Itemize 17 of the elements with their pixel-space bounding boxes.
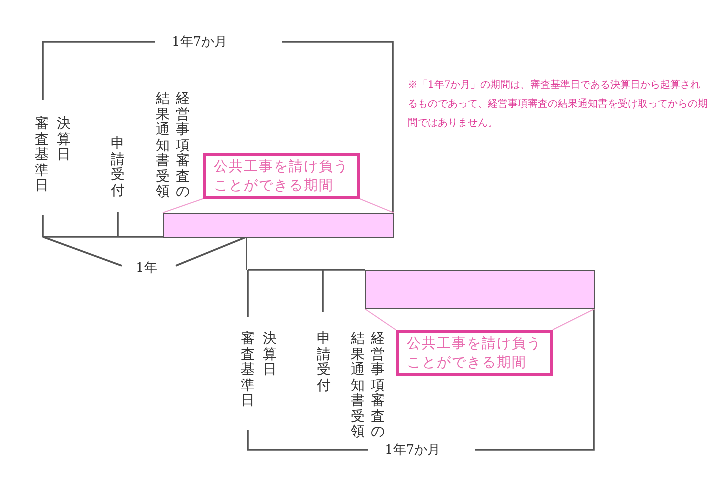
period-bar xyxy=(365,270,595,309)
event-label: 審査基準日 xyxy=(34,117,50,196)
period-bar xyxy=(163,213,394,238)
event-label: 決算日 xyxy=(56,117,72,165)
leader-line xyxy=(552,308,596,330)
event-label: 申請受付 xyxy=(316,332,332,396)
event-label: 申請受付 xyxy=(110,137,126,200)
note-text: ※「1年7か月」の期間は、審査基準日である決算日から起算されるものであって、経営事項審査の結果通知書を受け取ってからの期間ではありません。 xyxy=(408,78,708,131)
event-label: 審査基準日 xyxy=(240,332,256,411)
leader-line xyxy=(360,198,394,214)
callout-box: 公共工事を請け負うことができる期間 xyxy=(396,330,553,376)
event-label: 経営事項審査の結果通知書受領 xyxy=(350,332,386,441)
event-label: 経営事項審査の結果通知書受領 xyxy=(155,92,191,201)
leader-line xyxy=(162,198,204,214)
leader-line xyxy=(364,308,396,330)
event-label: 決算日 xyxy=(262,332,278,380)
callout-box: 公共工事を請け負うことができる期間 xyxy=(203,153,360,199)
